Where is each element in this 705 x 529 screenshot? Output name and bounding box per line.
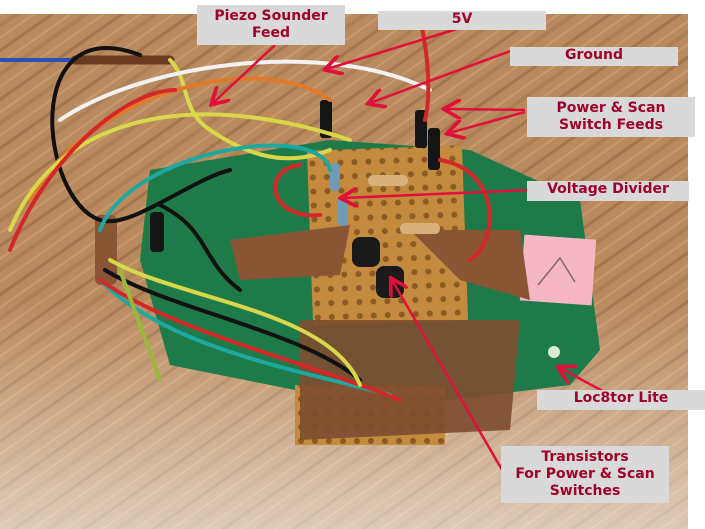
label-line: Loc8tor Lite [573, 390, 669, 406]
label-line: Ground [565, 47, 623, 63]
label-line: 5V [451, 11, 473, 27]
label-line: For Power & Scan [515, 466, 655, 482]
wires [0, 18, 492, 402]
label-loc8tor-lite: Loc8tor Lite [537, 390, 705, 410]
label-line: Feed [251, 25, 290, 41]
label-line: Switch Feeds [559, 117, 663, 133]
resistors [330, 163, 440, 234]
brown-tape [230, 225, 350, 280]
label-5v: 5V [378, 11, 546, 30]
label-transistors: Transistors For Power & Scan Switches [501, 446, 669, 503]
label-line: Switches [549, 483, 621, 499]
pink-sticker [519, 234, 597, 306]
label-voltage-divider: Voltage Divider [527, 181, 689, 201]
label-line: Power & Scan [556, 100, 666, 116]
label-ground: Ground [510, 47, 678, 66]
label-line: Piezo Sounder [214, 8, 328, 24]
label-power-scan-switch-feeds: Power & Scan Switch Feeds [527, 97, 695, 137]
label-line: Voltage Divider [547, 181, 669, 197]
label-line: Transistors [541, 449, 629, 465]
label-piezo-sounder-feed: Piezo Sounder Feed [197, 5, 345, 45]
